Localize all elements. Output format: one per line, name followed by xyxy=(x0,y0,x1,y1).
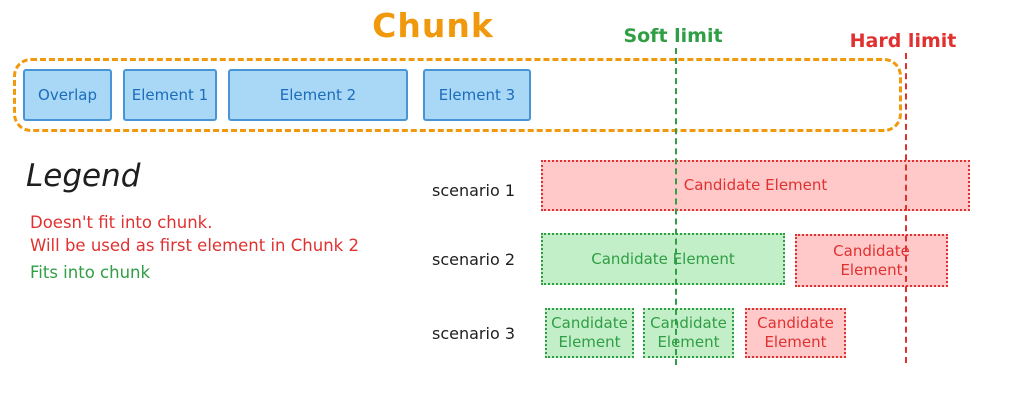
scenario-3-candidate-green-2: Candidate Element xyxy=(643,308,734,358)
scenario-2-candidate-green: Candidate Element xyxy=(541,233,785,285)
scenario-2-candidate-red: Candidate Element xyxy=(795,234,948,287)
legend-doesnt-fit-note: Doesn't fit into chunk. Will be used as … xyxy=(30,211,359,257)
chunk-element-3: Element 3 xyxy=(423,69,531,121)
scenario-1-label: scenario 1 xyxy=(432,181,515,200)
chunk-element-overlap: Overlap xyxy=(23,69,112,121)
scenario-3-candidate-green-1: Candidate Element xyxy=(545,308,634,358)
chunk-element-1: Element 1 xyxy=(123,69,217,121)
soft-limit-line xyxy=(675,48,677,365)
chunk-element-2: Element 2 xyxy=(228,69,408,121)
legend-fits-note: Fits into chunk xyxy=(30,263,151,282)
chunk-container xyxy=(13,58,902,132)
scenario-3-candidate-red: Candidate Element xyxy=(745,308,846,358)
legend-title: Legend xyxy=(26,158,141,194)
scenario-2-label: scenario 2 xyxy=(432,250,515,269)
legend-doesnt-fit-line-2: Will be used as first element in Chunk 2 xyxy=(30,236,359,255)
soft-limit-label: Soft limit xyxy=(623,25,723,47)
chunk-title: Chunk xyxy=(372,6,494,45)
scenario-1-candidate-red: Candidate Element xyxy=(541,160,970,211)
legend-doesnt-fit-line-1: Doesn't fit into chunk. xyxy=(30,213,213,232)
hard-limit-line xyxy=(905,53,907,363)
hard-limit-label: Hard limit xyxy=(849,30,957,52)
scenario-3-label: scenario 3 xyxy=(432,324,515,343)
